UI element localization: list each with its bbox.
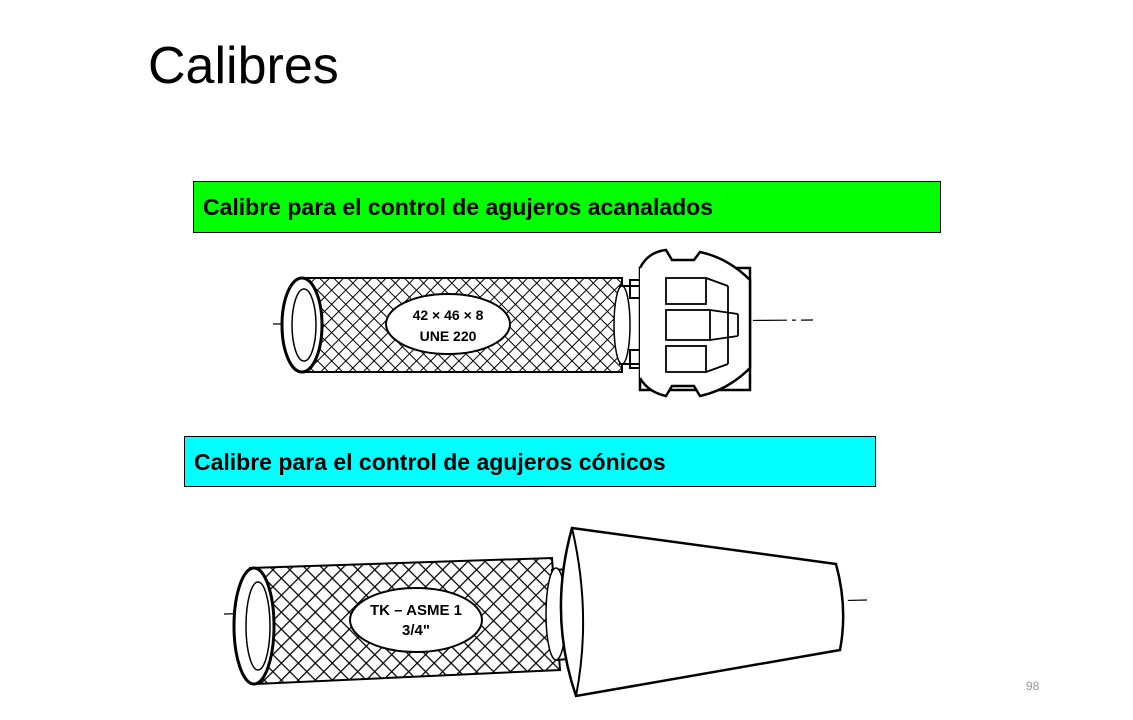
splined-gauge-caption: Calibre para el control de agujeros acan… bbox=[193, 181, 941, 233]
splined-gauge-marking-line2: UNE 220 bbox=[420, 328, 477, 344]
slide-title: Calibres bbox=[148, 37, 339, 95]
splined-gauge-drawing: 42 × 46 × 8 UNE 220 bbox=[272, 248, 814, 398]
conical-gauge-marking-line2: 3/4" bbox=[402, 622, 430, 639]
conical-gauge-caption: Calibre para el control de agujeros cóni… bbox=[184, 436, 876, 487]
page-number: 98 bbox=[1026, 679, 1040, 693]
conical-gauge-drawing: TK – ASME 1 3/4" bbox=[223, 526, 868, 698]
splined-gauge-marking-line1: 42 × 46 × 8 bbox=[413, 307, 484, 323]
conical-gauge-marking-line1: TK – ASME 1 bbox=[370, 602, 462, 619]
